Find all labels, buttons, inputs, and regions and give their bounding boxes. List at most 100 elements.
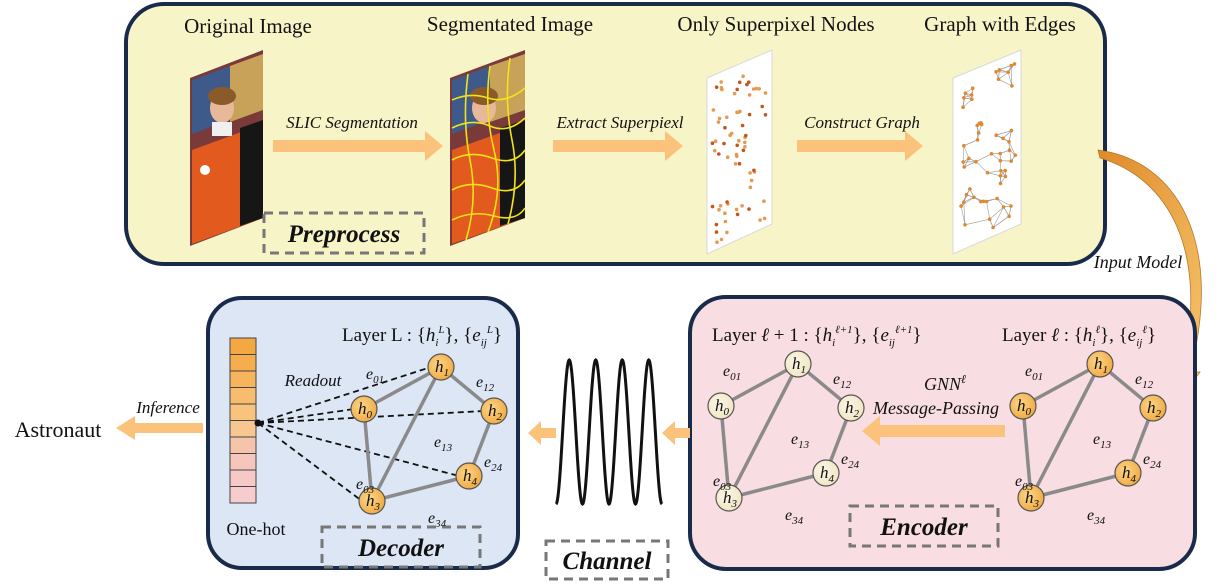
graph-node-h4: h4 [812,459,840,487]
svg-text:h4: h4 [463,466,478,488]
readout-line-h4 [257,422,460,477]
preprocess-panel [124,2,1107,266]
graph-dot [995,196,999,201]
readout-line-h0 [257,408,355,424]
superpixel-dot [728,133,732,137]
graph-edge-e03 [1021,405,1033,499]
channel-label-box [544,539,670,581]
graph-edge-e34 [1030,471,1129,500]
graph-edge-label-e34: e34 [1087,507,1106,527]
superpixel-dot [717,116,722,121]
graph-dot [961,105,965,109]
svg-text:h2: h2 [488,401,503,423]
graph-node-h3: h3 [1017,484,1045,512]
one-hot-cell [229,486,257,504]
svg-text:h3: h3 [1025,488,1040,510]
graph-node-h4: h4 [1114,459,1142,487]
superpixel-dot [751,87,756,91]
graph-dot [985,170,990,175]
superpixel-dot [734,152,739,157]
svg-text:h0: h0 [715,396,730,418]
graph-dot [1001,205,1006,209]
superpixel-dot [740,123,745,128]
encoder-label: Encoder [879,514,968,541]
superpixel-dot [748,171,752,175]
graph-dot [1007,214,1011,219]
graph-edge-e34 [728,471,827,500]
superpixel-dot [747,207,751,211]
graph-edge-label-e24: e24 [1143,451,1162,471]
graph-edge-label-e12: e12 [1135,371,1154,391]
superpixel-dot [710,204,715,209]
graph-dot [961,160,965,164]
graph-edge-label-e01: e01 [366,366,384,386]
preprocess-label-box [262,211,426,255]
graph-dot [970,97,974,102]
decoder-label-box [320,525,482,569]
superpixel-dot [717,152,721,156]
graph-edge-label-e13: e13 [434,434,453,454]
readout-label: Readout [284,371,343,390]
graph-edge-e13 [727,363,800,499]
graph-node-h3: h3 [358,487,386,515]
readout-line-h3 [257,422,363,502]
superpixel-dot [758,218,762,222]
superpixel-dot [719,80,723,84]
superpixel-dot [725,155,730,159]
graph-dot [962,165,966,169]
graph-dot [968,187,972,191]
graph-node-h2: h2 [837,394,865,422]
encoder-to-channel-arrow [662,421,690,445]
step-slic-segmentation: SLIC Segmentation [286,113,418,132]
readout-line-h1 [257,366,432,424]
channel-to-decoder-arrow [528,421,556,445]
graph-dot [1009,128,1014,133]
superpixel-dot [744,133,748,138]
superpixel-dot [716,120,721,124]
graph-dot [977,121,982,126]
inference-label: Inference [135,398,200,417]
superpixel-dot [736,110,741,115]
preprocess-label: Preprocess [287,221,400,248]
step-arrows [273,131,923,161]
graph-dot [974,159,978,164]
superpixel-dot [741,148,746,153]
superpixel-dot [718,204,723,208]
graph-edge-label-e24: e24 [841,451,860,471]
graph-dot [964,193,969,197]
graph-edge-e13 [370,366,443,502]
graph-node-h3: h3 [715,484,743,512]
graph-edge-label-e24: e24 [484,454,503,474]
superpixel-dot [747,112,752,117]
graph-dot [999,169,1003,173]
graph-dot [1009,204,1013,208]
graph-edge-e01 [720,362,799,408]
svg-text:h1: h1 [792,354,806,376]
graph-dot [979,199,983,204]
superpixel-dot [762,199,766,203]
superpixel-dot [760,104,764,109]
svg-text:h1: h1 [435,357,449,379]
output-label: Astronaut [15,417,102,442]
svg-text:h0: h0 [358,399,373,421]
graph-dot [994,70,998,74]
superpixel-dot [762,216,767,221]
graph-dot [987,217,992,221]
graph-edge-e01 [363,365,442,411]
superpixel-dot [714,85,719,89]
superpixel-dot [723,125,727,130]
title-graph-with-edges: Graph with Edges [924,12,1076,36]
superpixel-dot [717,207,721,212]
superpixel-dot [723,211,727,215]
graph-dot [997,68,1002,72]
graph-dot [967,156,971,161]
graph-node-h1: h1 [1086,350,1114,378]
one-hot-cell [229,403,257,421]
superpixel-dot [710,141,715,145]
message-passing-label: Message-Passing [872,398,999,418]
superpixel-dot [763,91,768,95]
graph-dot [996,77,1001,81]
graph-edge-label-e03: e03 [356,476,375,496]
